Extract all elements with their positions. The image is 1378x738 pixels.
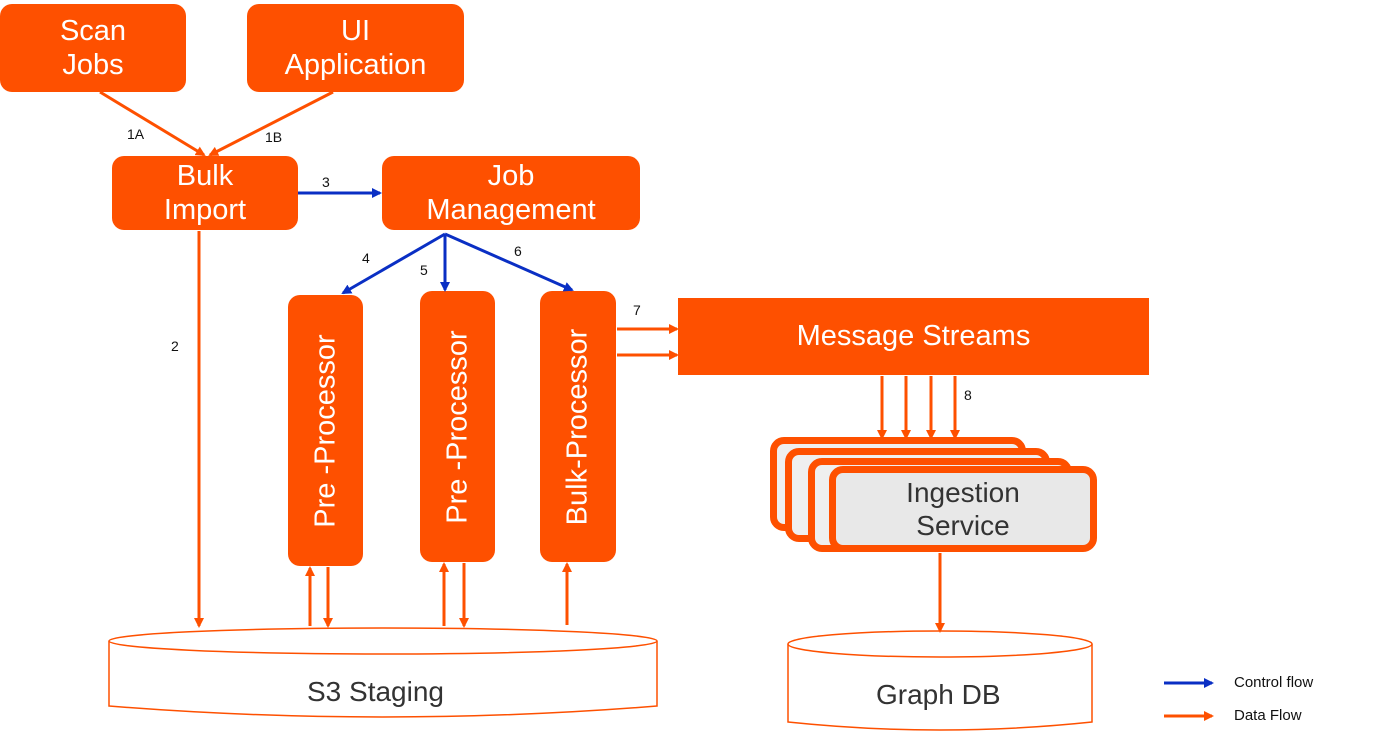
legend-data-flow-label: Data Flow bbox=[1234, 707, 1302, 724]
ingestion-service-label: Ingestion Service bbox=[906, 477, 1020, 541]
graph-db-top bbox=[787, 630, 1093, 658]
edge-label-6: 6 bbox=[514, 243, 522, 259]
edge-6 bbox=[444, 232, 574, 292]
bulk-processor-node: Bulk-Processor bbox=[540, 291, 616, 562]
bulk-import-label: Bulk Import bbox=[163, 160, 247, 226]
bulk-import-node: Bulk Import bbox=[112, 156, 298, 230]
edge-label-3: 3 bbox=[322, 174, 330, 190]
edge-label-4: 4 bbox=[362, 250, 370, 266]
scan-jobs-node: Scan Jobs bbox=[0, 4, 186, 92]
s3-staging-top bbox=[108, 627, 658, 655]
s3-staging-label: S3 Staging bbox=[307, 676, 444, 707]
message-streams-node: Message Streams bbox=[678, 298, 1149, 375]
job-management-node: Job Management bbox=[382, 156, 640, 230]
pre-processor-1-node: Pre -Processor bbox=[288, 295, 363, 566]
s3-staging-body bbox=[108, 641, 658, 718]
edge-label-7: 7 bbox=[633, 302, 641, 318]
scan-jobs-label: Scan Jobs bbox=[59, 15, 127, 81]
edge-1a bbox=[99, 90, 206, 157]
edge-4 bbox=[341, 232, 446, 295]
graph-db-cylinder bbox=[787, 630, 1093, 731]
ingestion-service-node: Ingestion Service bbox=[829, 466, 1097, 552]
edge-label-1b: 1B bbox=[265, 129, 283, 145]
ui-application-node: UI Application bbox=[247, 4, 464, 92]
ui-application-label: UI Application bbox=[284, 15, 427, 81]
job-management-label: Job Management bbox=[426, 160, 596, 226]
edge-label-5: 5 bbox=[420, 262, 428, 278]
edge-label-2: 2 bbox=[171, 338, 179, 354]
legend-control-flow-label: Control flow bbox=[1234, 674, 1314, 691]
edge-label-1a: 1A bbox=[127, 126, 145, 142]
edge-1b bbox=[208, 90, 334, 157]
graph-db-label: Graph DB bbox=[876, 679, 1001, 710]
s3-staging-cylinder bbox=[108, 627, 658, 718]
edge-label-8: 8 bbox=[964, 387, 972, 403]
pre-processor-2-node: Pre -Processor bbox=[420, 291, 495, 562]
message-streams-label: Message Streams bbox=[796, 320, 1031, 352]
graph-db-body bbox=[787, 644, 1093, 731]
